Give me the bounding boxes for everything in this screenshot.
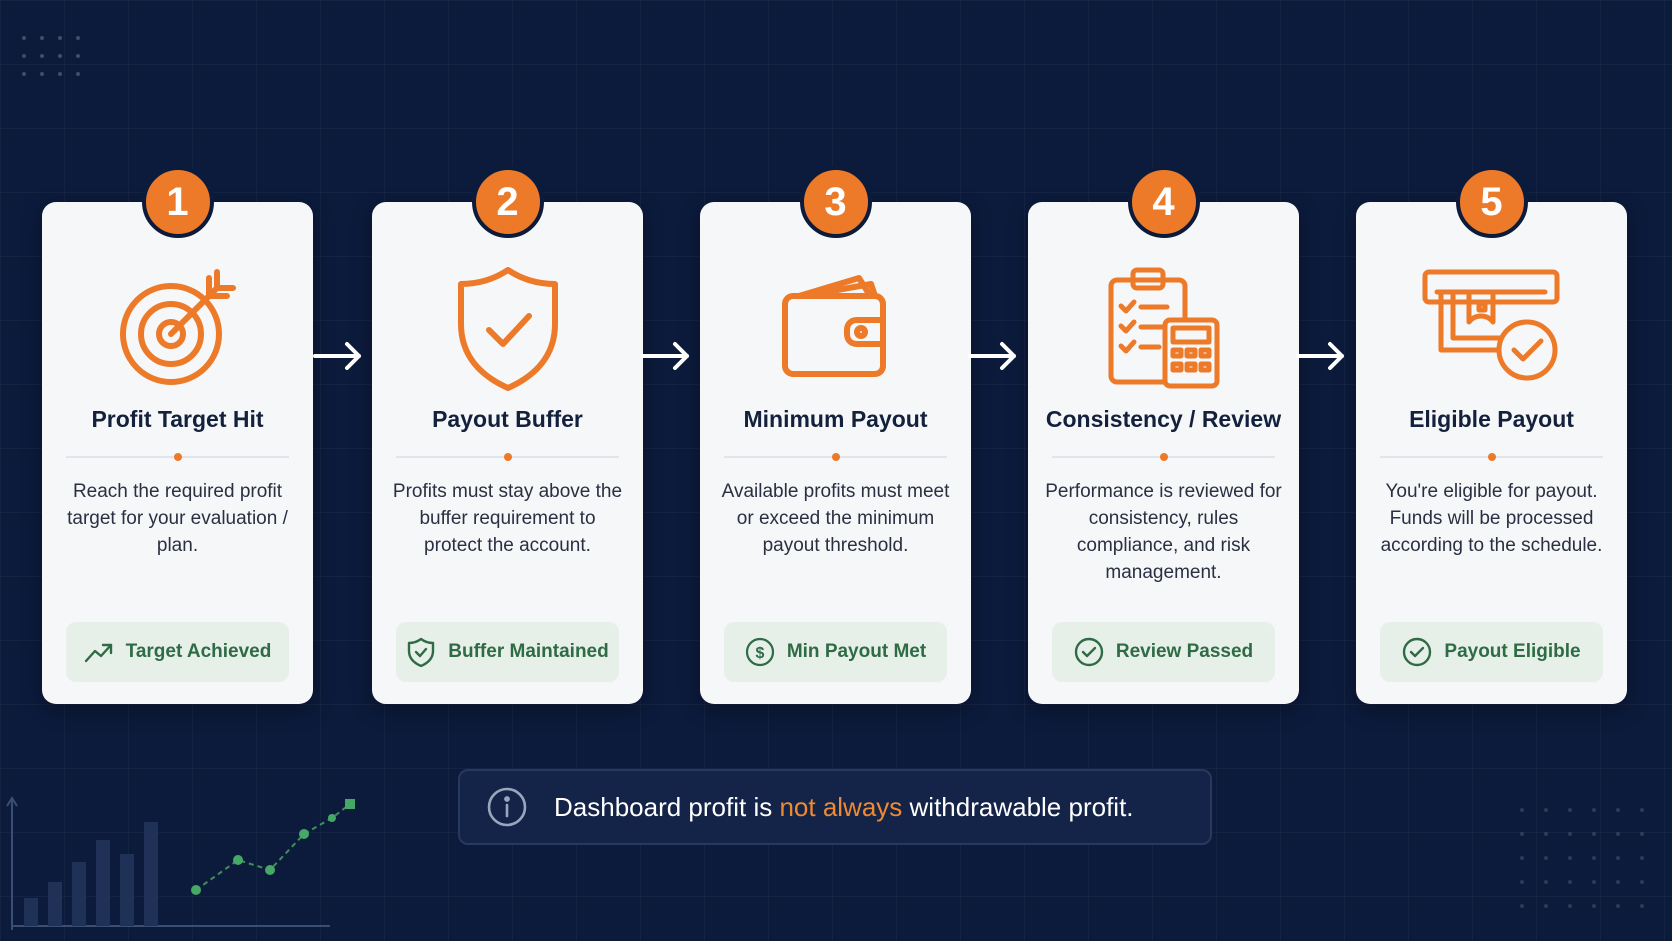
clipboard-calculator-icon	[1108, 267, 1219, 389]
shield-icon	[408, 637, 435, 667]
step-title: Consistency / Review	[1045, 406, 1282, 432]
decorative-mini-chart-icon	[6, 796, 355, 930]
step-title: Eligible Payout	[1409, 406, 1574, 432]
arrow-right-icon	[313, 342, 361, 370]
status-label: Review Passed	[1115, 641, 1254, 662]
status-badge: $ Min Payout Met	[724, 622, 947, 682]
trend-up-icon	[84, 643, 112, 663]
decorative-dot-grid-top-left	[22, 36, 80, 76]
check-circle-icon	[1403, 637, 1432, 667]
divider	[396, 453, 619, 461]
step-card-2: 2 Payout Buffer Profits must stay above …	[372, 166, 643, 704]
wallet-icon	[781, 275, 886, 377]
check-circle-icon	[1074, 637, 1104, 667]
step-card-3: 3 Minimum Payout Available profits must …	[700, 166, 971, 704]
step-number-badge: 1	[141, 166, 214, 238]
step-card-4: 4 Consistency / Review Performance is re…	[1028, 166, 1299, 704]
status-label: Min Payout Met	[786, 641, 927, 662]
decorative-dot-grid-bottom-right	[1520, 808, 1644, 908]
svg-text:$: $	[755, 645, 764, 662]
step-description: Performance is reviewed for consistency,…	[1045, 481, 1282, 583]
status-label: Target Achieved	[125, 641, 272, 662]
arrow-right-icon	[1296, 342, 1344, 370]
status-label: Payout Eligible	[1444, 641, 1581, 662]
step-title: Minimum Payout	[743, 406, 928, 432]
arrow-right-icon	[641, 342, 689, 370]
status-badge: Buffer Maintained	[396, 622, 619, 682]
step-description: Profits must stay above the buffer requi…	[392, 481, 623, 556]
atm-cash-check-icon	[1422, 269, 1559, 381]
shield-check-icon	[457, 267, 558, 391]
divider	[724, 453, 947, 461]
target-icon	[119, 269, 236, 385]
note-text-after: withdrawable profit.	[902, 791, 1134, 822]
status-badge: Review Passed	[1052, 622, 1275, 682]
status-badge: Target Achieved	[66, 622, 289, 682]
info-note: Dashboard profit is not always withdrawa…	[458, 769, 1212, 845]
info-icon	[487, 787, 527, 827]
arrow-right-icon	[968, 342, 1016, 370]
step-card-5: 5 Eligible Payout You're eligible for pa…	[1356, 166, 1627, 704]
status-badge: Payout Eligible	[1380, 622, 1603, 682]
step-title: Payout Buffer	[432, 406, 583, 432]
status-label: Buffer Maintained	[448, 641, 609, 662]
step-description: Reach the required profit target for you…	[67, 481, 288, 556]
step-number-badge: 4	[1127, 166, 1200, 238]
divider	[1380, 453, 1603, 461]
note-text: Dashboard profit is not always withdrawa…	[554, 792, 1134, 823]
step-number-badge: 3	[799, 166, 872, 238]
step-card-1: 1 Profit Target Hit Reach the required p…	[42, 166, 313, 704]
step-number-badge: 2	[471, 166, 544, 238]
note-highlight: not always	[779, 791, 903, 822]
step-description: You're eligible for payout. Funds will b…	[1380, 481, 1603, 556]
step-title: Profit Target Hit	[91, 406, 264, 432]
step-number-badge: 5	[1455, 166, 1528, 238]
step-description: Available profits must meet or exceed th…	[721, 481, 950, 556]
divider	[66, 453, 289, 461]
divider	[1052, 453, 1275, 461]
note-text-before: Dashboard profit is	[554, 791, 780, 822]
dollar-circle-icon: $	[745, 637, 774, 667]
